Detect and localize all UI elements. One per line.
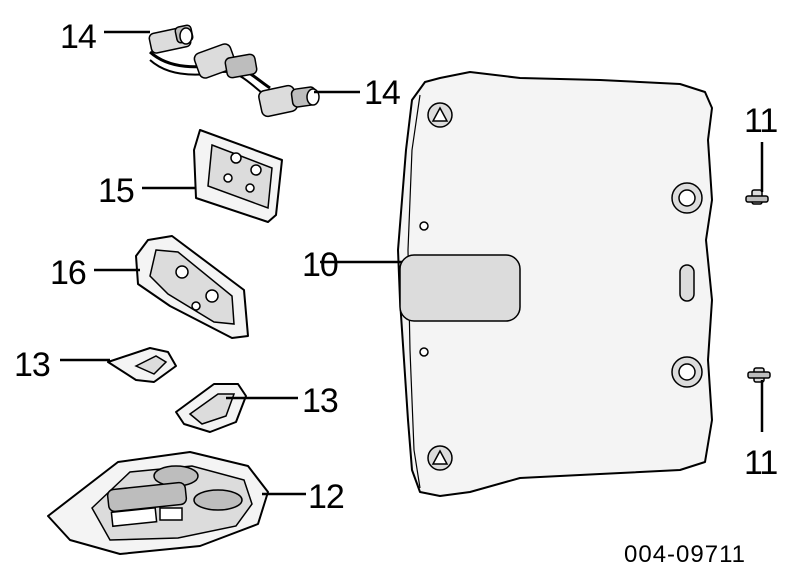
label-lens-left: 13 xyxy=(14,346,50,384)
label-overhead-console: 12 xyxy=(308,478,344,516)
label-reading-lamp-housing: 15 xyxy=(98,172,134,210)
reading-lamp-housing xyxy=(193,129,283,223)
label-bulb-harness-right: 14 xyxy=(364,74,400,112)
label-console-bracket: 16 xyxy=(50,254,86,292)
clip-bottom xyxy=(747,367,771,383)
label-bulb-harness-top: 14 xyxy=(60,18,96,56)
label-lens-right: 13 xyxy=(302,382,338,420)
headliner-panel xyxy=(397,71,713,497)
clip-top xyxy=(745,189,769,205)
lens-left xyxy=(107,347,177,383)
overhead-console xyxy=(47,451,269,555)
leader-lines xyxy=(60,30,764,496)
reference-number: 004-09711 xyxy=(624,541,746,568)
label-clip-bottom: 11 xyxy=(744,444,777,482)
lens-right xyxy=(175,383,247,433)
label-headliner: 10 xyxy=(302,246,338,284)
console-bracket xyxy=(135,235,249,339)
label-clip-top: 11 xyxy=(744,102,777,140)
bulb-harness xyxy=(148,24,320,118)
